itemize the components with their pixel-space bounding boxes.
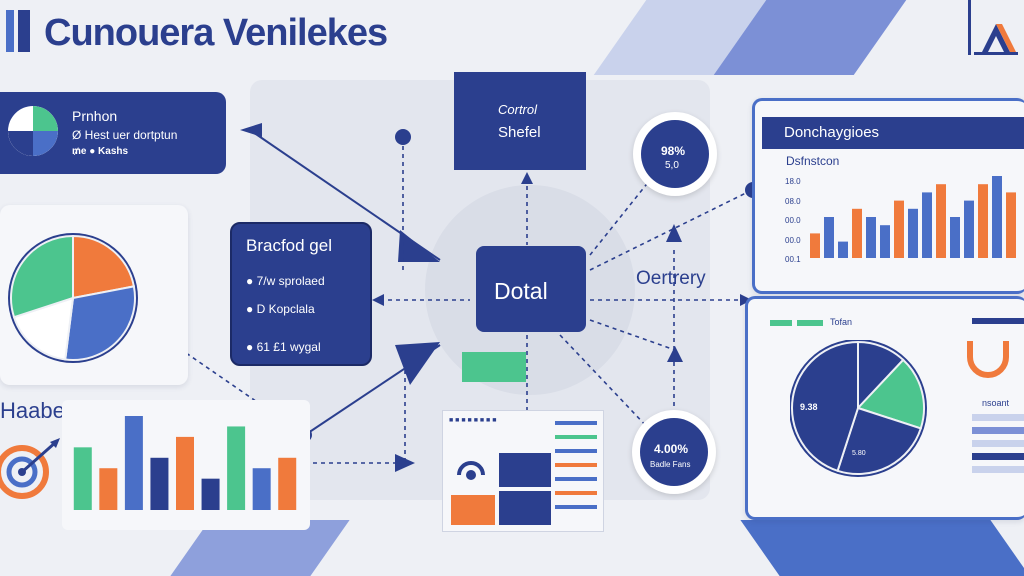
bar: [252, 468, 271, 510]
protocol-title: Prnhon: [72, 108, 118, 124]
small-panel-icon: [457, 461, 485, 480]
badge-top-sub: 5,0: [665, 160, 679, 171]
bar: [880, 225, 890, 258]
overview-label: Oertrery: [636, 268, 706, 289]
dashboard-title: Donchaygioes: [784, 124, 880, 141]
right-pie-legend-green: [770, 320, 792, 326]
badge-top: 98% 5,0: [633, 112, 717, 196]
bar: [922, 192, 932, 258]
dashboard-bar-chart: [810, 176, 1016, 258]
bar: [73, 447, 92, 510]
bar: [176, 436, 194, 510]
u-icon: [967, 341, 1009, 378]
page-title: Cunouera Venilekes: [44, 12, 388, 54]
right-pie-legend: Tofan: [830, 317, 853, 327]
bar: [227, 426, 246, 510]
bar: [964, 200, 974, 258]
small-panel-block-2: [499, 491, 551, 525]
control-box[interactable]: Cortrol Shefel: [454, 72, 586, 170]
header-bar-icon-2: [6, 10, 14, 52]
pie-slice: [791, 340, 859, 473]
left-bar-chart: [73, 416, 297, 510]
badge-top-value: 98%: [661, 144, 686, 158]
brand-item-1: ● 7/w sprolaed: [246, 274, 325, 288]
small-panel: ■ ■ ■ ■ ■ ■ ■ ■: [442, 410, 604, 532]
bar: [810, 233, 820, 258]
tick-4: 00.0: [785, 235, 801, 245]
brand-item-3: ● 61 £1 wygal: [246, 340, 321, 354]
right-pie-value-left: 9.38: [800, 402, 818, 412]
center-green-bar: [462, 352, 526, 382]
right-lines: [972, 414, 1024, 473]
logo-icon: [960, 0, 1020, 60]
bar: [99, 468, 118, 510]
control-line-2: Shefel: [498, 124, 541, 141]
pie-slice: [856, 358, 925, 430]
badge-bottom-sub: Badle Fans: [650, 460, 691, 469]
header-bar-icon: [18, 10, 30, 52]
bar: [124, 416, 143, 510]
small-panel-lines: [555, 421, 597, 509]
right-top-bar: [972, 318, 1024, 324]
control-line-1: Cortrol: [498, 102, 538, 117]
bar: [908, 208, 918, 258]
small-panel-orange: [451, 495, 495, 525]
tick-1: 18.0: [785, 177, 801, 186]
badge-top-inner: 98% 5,0: [641, 120, 709, 188]
target-icon: [0, 438, 60, 499]
pie-slice: [72, 234, 136, 300]
small-panel-header: ■ ■ ■ ■ ■ ■ ■ ■: [449, 417, 497, 424]
protocol-line-2: ₥e ● Kashs: [72, 146, 129, 157]
bar: [150, 457, 169, 510]
bar: [278, 457, 297, 510]
dashboard-ticks: 18.0 08.0 00.0 00.0 00.1: [785, 172, 801, 270]
tick-3: 00.0: [785, 216, 801, 225]
right-pie-legend-green2: [797, 320, 823, 326]
badge-bottom-inner: 4.00% Badle Fans: [640, 418, 708, 486]
badge-bottom: 4.00% Badle Fans: [632, 410, 716, 494]
pie-slice: [836, 406, 923, 475]
center-node[interactable]: Dotal: [476, 246, 586, 332]
center-node-label: Dotal: [494, 278, 548, 304]
tick-2: 08.0: [785, 196, 801, 206]
protocol-card[interactable]: Prnhon Ø Hest uer dortptun ₥e ● Kashs: [0, 92, 226, 174]
bar: [852, 208, 862, 258]
bar: [894, 200, 904, 258]
right-pie-chart: [790, 340, 927, 477]
dashboard-header: Donchaygioes: [762, 117, 1024, 149]
bar: [978, 184, 988, 258]
brand-card-list: ● 7/w sprolaed ● D Kopclala ● 61 £1 wyga…: [246, 274, 325, 354]
small-panel-block-1: [499, 453, 551, 487]
pie-slice: [10, 234, 74, 319]
brand-card-title: Bracfod gel: [246, 236, 332, 255]
bar: [992, 176, 1002, 258]
bar: [201, 478, 220, 510]
pie-slice: [64, 285, 136, 361]
brand-item-2: ● D Kopclala: [246, 302, 315, 316]
dashboard-subtitle: Dsfnstcon: [786, 154, 840, 168]
bar: [838, 241, 848, 258]
bar: [1006, 192, 1016, 258]
bar: [866, 217, 876, 258]
right-pie-value-bottom: 5.80: [852, 450, 866, 457]
protocol-line-1: Ø Hest uer dortptun: [72, 128, 178, 142]
bar: [824, 217, 834, 258]
protocol-icon: [8, 106, 58, 156]
right-label: nsoant: [982, 398, 1010, 408]
tick-5: 00.1: [785, 255, 801, 264]
bar: [936, 184, 946, 258]
brand-card[interactable]: Bracfod gel ● 7/w sprolaed ● D Kopclala …: [230, 222, 372, 366]
bar: [950, 217, 960, 258]
badge-bottom-value: 4.00%: [654, 442, 689, 456]
pie-chart-left: [8, 233, 138, 363]
